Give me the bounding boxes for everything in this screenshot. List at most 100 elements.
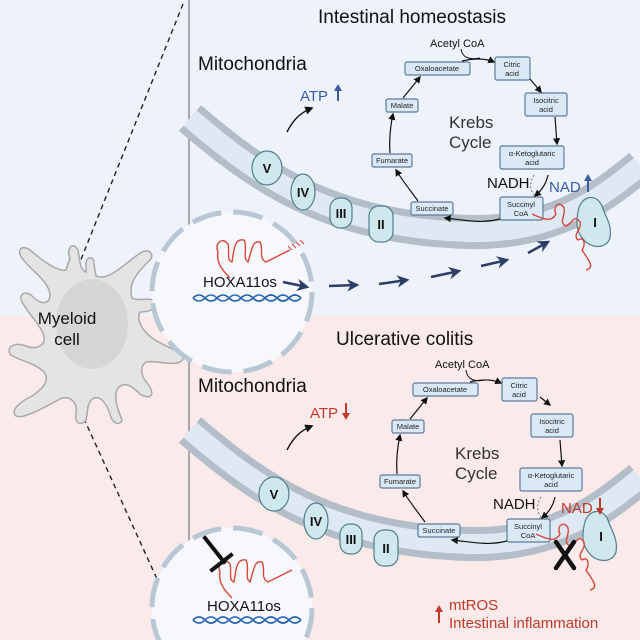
svg-text:Succinate: Succinate <box>416 204 449 213</box>
panel-intestinal-homeostasis: Intestinal homeostasis Mitochondria ATP … <box>149 7 640 375</box>
complex-i: I <box>576 196 611 248</box>
metabolite-fumarate: Fumarate <box>371 153 413 168</box>
svg-text:Oxaloacetate: Oxaloacetate <box>415 64 459 73</box>
zoom-line-top <box>79 3 184 263</box>
atp-up-arrow-icon <box>334 84 342 101</box>
organelle-label: Mitochondria <box>198 376 307 397</box>
svg-text:Fumarate: Fumarate <box>384 477 416 486</box>
krebs-label-line1: Krebs <box>449 113 493 132</box>
complex-v: V <box>258 476 290 512</box>
nad-label: NAD <box>549 179 581 196</box>
krebs-label-line1: Krebs <box>455 444 499 463</box>
metabolite-fumarate: Fumarate <box>379 474 421 489</box>
panel-title: Ulcerative colitis <box>336 329 473 350</box>
svg-text:Oxaloacetate: Oxaloacetate <box>423 385 467 394</box>
atp-label: ATP <box>300 88 328 105</box>
svg-text:Malate: Malate <box>391 101 414 110</box>
nad-down-arrow-icon <box>596 498 604 515</box>
metabolite-malate: Malate <box>391 419 425 434</box>
complex-iii: III <box>339 523 363 555</box>
nucleus <box>149 209 315 375</box>
svg-text:CoA: CoA <box>514 209 529 218</box>
rna-transport-arrows <box>282 240 551 292</box>
myeloid-cell: Myeloid cell <box>8 245 184 425</box>
svg-text:Fumarate: Fumarate <box>376 156 408 165</box>
panel-ulcerative-colitis: Ulcerative colitis Mitochondria ATP V IV… <box>149 329 640 640</box>
svg-text:Succinate: Succinate <box>423 526 456 535</box>
metabolite-succinate: Succinate <box>417 523 461 538</box>
svg-text:acid: acid <box>512 390 526 399</box>
atp-output-arrow <box>286 106 314 133</box>
hoxa11os-rna-mitochondria <box>531 203 592 271</box>
gene-label: HOXA11os <box>203 274 277 291</box>
metabolite-oxaloacetate: Oxaloacetate <box>412 382 479 397</box>
myeloid-nucleus <box>56 279 128 369</box>
svg-text:I: I <box>593 215 597 230</box>
nadh-label: NADH <box>493 496 536 513</box>
metabolite-oxaloacetate: Oxaloacetate <box>404 61 471 76</box>
inhibition-icon <box>202 535 234 573</box>
complex-ii: II <box>373 529 399 567</box>
svg-text:Malate: Malate <box>397 422 420 431</box>
svg-text:V: V <box>270 487 279 502</box>
hoxa11os-rna-mitochondria <box>535 523 596 591</box>
svg-text:IV: IV <box>310 514 323 529</box>
block-x-icon <box>553 539 577 571</box>
krebs-arrows <box>388 56 561 223</box>
svg-text:Isocitric: Isocitric <box>533 96 559 105</box>
complex-iii: III <box>329 197 353 229</box>
hoxa11os-rna-nucleus <box>218 559 293 599</box>
svg-text:α-Ketoglutaric: α-Ketoglutaric <box>509 149 556 158</box>
svg-text:Succinyl: Succinyl <box>514 522 542 531</box>
nad-label: NAD <box>561 500 593 517</box>
organelle-label: Mitochondria <box>198 54 307 75</box>
svg-text:IV: IV <box>297 185 310 200</box>
dna-helix-icon <box>192 294 302 302</box>
svg-text:I: I <box>599 529 603 544</box>
complex-ii: II <box>368 205 394 243</box>
svg-text:Citric: Citric <box>510 381 527 390</box>
nad-up-arrow-icon <box>584 174 592 192</box>
svg-text:acid: acid <box>505 69 519 78</box>
acetyl-coa-label: Acetyl CoA <box>430 38 485 50</box>
svg-text:acid: acid <box>544 480 558 489</box>
svg-text:II: II <box>377 217 384 232</box>
gene-label: HOXA11os <box>207 598 281 615</box>
svg-text:CoA: CoA <box>521 531 536 540</box>
svg-text:acid: acid <box>539 105 553 114</box>
nucleus <box>149 525 315 640</box>
svg-text:α-Ketoglutaric: α-Ketoglutaric <box>528 471 575 480</box>
krebs-label-line2: Cycle <box>449 133 492 152</box>
krebs-arrows <box>395 377 566 545</box>
svg-text:V: V <box>263 161 272 176</box>
complex-v: V <box>251 150 283 186</box>
cell-label-line1: Myeloid <box>38 309 97 328</box>
acetyl-coa-label: Acetyl CoA <box>435 359 490 371</box>
svg-text:II: II <box>382 541 389 556</box>
svg-text:III: III <box>336 206 347 221</box>
atp-label: ATP <box>310 405 338 422</box>
hoxa11os-rna-nucleus <box>216 239 305 279</box>
nadh-label: NADH <box>487 175 530 192</box>
cell-label-line2: cell <box>54 330 80 349</box>
inner-membrane <box>178 105 640 250</box>
outcome-up-arrow-icon <box>435 605 443 623</box>
svg-text:acid: acid <box>545 426 559 435</box>
krebs-label-line2: Cycle <box>455 464 498 483</box>
complex-iv: IV <box>303 502 329 540</box>
outcome-inflammation: Intestinal inflammation <box>449 615 598 632</box>
svg-text:Isocitric: Isocitric <box>539 417 565 426</box>
dna-helix-icon <box>192 616 302 624</box>
panel-title: Intestinal homeostasis <box>318 7 506 28</box>
svg-text:acid: acid <box>525 158 539 167</box>
atp-output-arrow <box>286 424 314 451</box>
